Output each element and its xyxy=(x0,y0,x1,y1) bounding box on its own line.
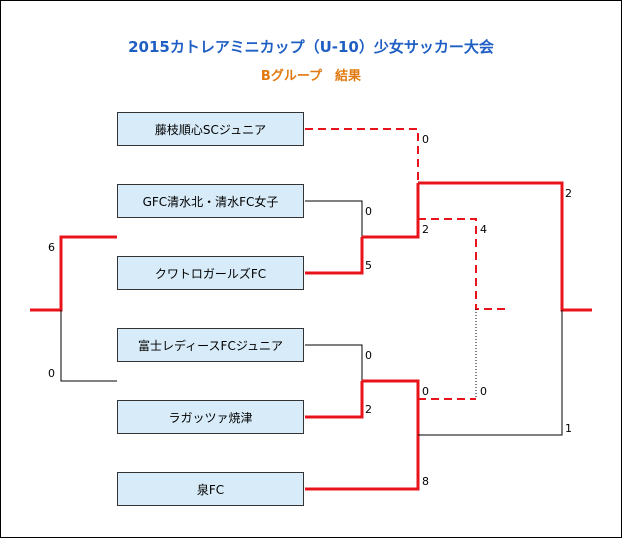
left-bottom-line xyxy=(60,310,117,382)
team-box-5: ラガッツァ焼津 xyxy=(117,400,304,434)
score-r1b-top: 0 xyxy=(365,349,372,362)
score-final-bottom: 1 xyxy=(565,422,572,435)
final-top-line xyxy=(418,181,592,312)
score-r1b-bottom: 2 xyxy=(365,403,372,416)
semi2-top-line xyxy=(362,379,420,435)
r1a-bottom-line xyxy=(305,237,364,275)
semi2-bottom-line xyxy=(305,435,420,491)
score-r1a-bottom: 5 xyxy=(365,259,372,272)
final-bottom-line xyxy=(418,310,563,436)
score-semi2-top: 0 xyxy=(422,385,429,398)
semi1-bottom-line xyxy=(362,183,420,239)
score-r1a-top: 0 xyxy=(365,205,372,218)
score-cross-top: 4 xyxy=(480,223,487,236)
tournament-title: 2015カトレアミニカップ（U-10）少女サッカー大会 xyxy=(128,38,494,56)
semi1-top-line xyxy=(305,128,419,183)
team-box-3: クワトロガールズFC xyxy=(117,256,304,290)
r1a-top-line xyxy=(305,200,363,237)
team-box-2: GFC清水北・清水FC女子 xyxy=(117,184,304,218)
team-box-6: 泉FC xyxy=(117,472,304,506)
score-final-top: 2 xyxy=(565,187,572,200)
score-cross-bottom: 0 xyxy=(480,385,487,398)
cross-top-line xyxy=(418,218,508,310)
score-semi1-top: 0 xyxy=(422,133,429,146)
score-semi1-bottom: 2 xyxy=(422,223,429,236)
score-left-top: 6 xyxy=(48,241,55,254)
score-left-bottom: 0 xyxy=(48,367,55,380)
left-top-line xyxy=(30,235,117,312)
team-box-1: 藤枝順心SCジュニア xyxy=(117,112,304,146)
team-box-4: 富士レディースFCジュニア xyxy=(117,328,304,362)
r1b-top-line xyxy=(305,344,363,381)
r1b-bottom-line xyxy=(305,381,364,419)
group-result-subtitle: Bグループ 結果 xyxy=(260,69,362,84)
score-semi2-bottom: 8 xyxy=(422,475,429,488)
